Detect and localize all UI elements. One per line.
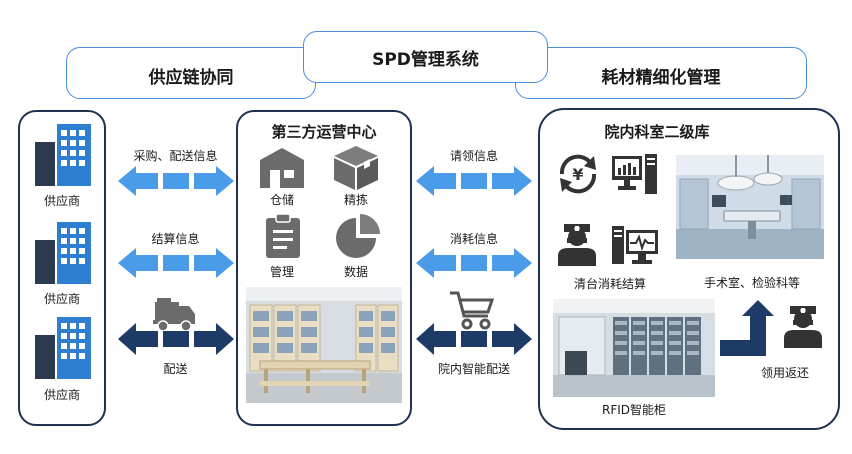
department-store-title: 院内科室二级库 (604, 123, 710, 141)
header-consumables-label: 耗材精细化管理 (601, 67, 721, 88)
currency-cycle-icon: ¥ (554, 150, 602, 198)
svg-text:¥: ¥ (572, 165, 583, 184)
purchase-info-label: 采购、配送信息 (133, 149, 218, 163)
delivery-label: 配送 (163, 362, 188, 376)
building-icon (33, 220, 95, 284)
return-label: 领用返还 (760, 366, 809, 380)
double-arrow-icon (416, 248, 532, 278)
supplier-label: 供应商 (43, 292, 80, 306)
double-arrow-icon (118, 248, 234, 278)
doctor-icon (782, 302, 824, 348)
clipboard-icon (266, 214, 300, 258)
request-info-label: 请领信息 (449, 149, 498, 163)
doctor-icon (556, 220, 598, 266)
rfid-cabinet-image (553, 299, 715, 397)
supplier-label: 供应商 (43, 194, 80, 208)
header-spd-system: SPD管理系统 (303, 31, 548, 83)
picking-label: 精拣 (343, 193, 368, 207)
rfid-cabinet-label: RFID智能柜 (601, 403, 667, 417)
operations-center-title: 第三方运营中心 (271, 123, 377, 141)
shopping-cart-icon (450, 290, 494, 330)
storage-label: 仓储 (269, 193, 294, 207)
header-supply-chain: 供应链协同 (66, 47, 316, 99)
settlement-info-label: 结算信息 (151, 232, 200, 246)
operating-room-image (676, 155, 824, 259)
consumption-info-label: 消耗信息 (449, 232, 498, 246)
header-consumables: 耗材精细化管理 (515, 47, 807, 99)
box-icon (334, 146, 378, 190)
warehouse-shelves-image (246, 287, 402, 403)
data-label: 数据 (343, 265, 368, 279)
or-lab-label: 手术室、检验科等 (703, 276, 800, 290)
management-label: 管理 (269, 265, 294, 279)
building-icon (33, 315, 95, 379)
header-spd-label: SPD管理系统 (372, 49, 479, 70)
pie-chart-icon (336, 214, 380, 258)
building-icon (33, 122, 95, 186)
double-arrow-icon (416, 166, 532, 196)
double-arrow-dark-icon (416, 323, 532, 355)
double-arrow-dark-icon (118, 323, 234, 355)
computer-icon (612, 154, 658, 196)
settle-label: 清台消耗结算 (573, 277, 646, 291)
double-arrow-icon (118, 166, 234, 196)
monitor-icon (612, 226, 660, 266)
delivery-truck-icon (153, 298, 197, 332)
supplier-label: 供应商 (43, 388, 80, 402)
warehouse-icon (260, 148, 304, 188)
inhospital-delivery-label: 院内智能配送 (437, 362, 510, 376)
return-arrow-icon (720, 300, 776, 356)
header-supply-chain-label: 供应链协同 (148, 67, 234, 88)
